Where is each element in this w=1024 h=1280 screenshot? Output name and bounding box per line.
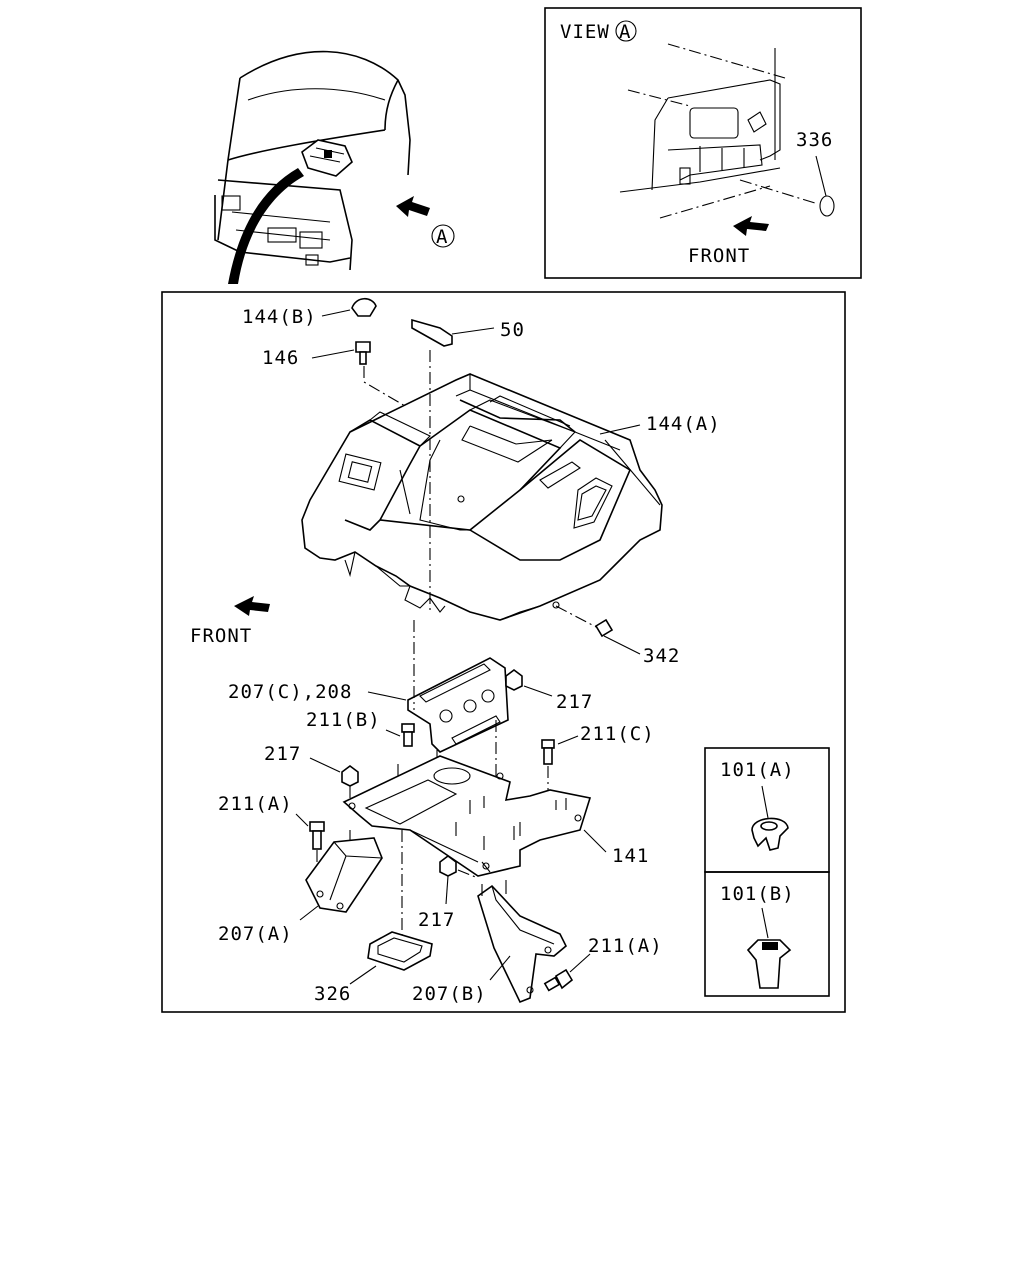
part-label-211a-right: 211(A)	[588, 935, 663, 957]
front-label-view: FRONT	[688, 245, 750, 267]
part-label-217-left: 217	[264, 743, 301, 765]
ref-marker-a: A	[436, 226, 448, 248]
part-label-211c: 211(C)	[580, 723, 655, 745]
part-label-336: 336	[796, 129, 833, 151]
part-label-144a: 144(A)	[646, 413, 721, 435]
front-arrow-main: FRONT	[190, 596, 270, 647]
bolt-211a-right: 211(A)	[543, 935, 663, 992]
view-marker: A	[619, 21, 631, 43]
bracket-207a: 207(A)	[218, 837, 383, 945]
part-label-211b: 211(B)	[306, 709, 381, 731]
part-label-146: 146	[262, 347, 299, 369]
part-label-50: 50	[500, 319, 525, 341]
bracket-207c-208: 207(C),208	[228, 620, 509, 780]
bolt-211b: 211(B)	[306, 709, 415, 747]
nut-217-bottom: 217	[418, 855, 479, 931]
inset-101b: 101(B)	[704, 871, 830, 997]
part-label-207a: 207(A)	[218, 923, 293, 945]
part-label-217-top: 217	[556, 691, 593, 713]
truck-cab-sketch: A	[214, 50, 455, 284]
front-label-main: FRONT	[190, 625, 252, 647]
bolt-211a-left: 211(A)	[218, 793, 325, 880]
view-a-inset: VIEW A 336 FRONT	[544, 7, 862, 279]
bracket-207b: 207(B)	[412, 880, 567, 1005]
part-label-217-bottom: 217	[418, 909, 455, 931]
part-342-clip: 342	[555, 605, 680, 667]
gasket-326: 326	[314, 830, 433, 1005]
part-146-screw: 146	[262, 341, 415, 437]
part-label-101b: 101(B)	[720, 883, 795, 905]
part-label-144b: 144(B)	[242, 306, 317, 328]
part-label-207b: 207(B)	[412, 983, 487, 1005]
console-cover-144a: 144(A)	[301, 373, 721, 621]
part-label-342: 342	[643, 645, 680, 667]
part-label-207c-208: 207(C),208	[228, 681, 352, 703]
plate-141: 141	[342, 755, 649, 877]
part-label-101a: 101(A)	[720, 759, 795, 781]
part-label-326: 326	[314, 983, 351, 1005]
nut-217-left: 217	[264, 743, 359, 800]
part-label-141: 141	[612, 845, 649, 867]
bolt-211c: 211(C)	[541, 723, 655, 790]
part-144b-cap: 144(B)	[242, 297, 377, 328]
view-label: VIEW	[560, 21, 610, 43]
part-label-211a-left: 211(A)	[218, 793, 293, 815]
inset-101a: 101(A)	[704, 747, 830, 873]
main-assembly-frame	[161, 291, 846, 1013]
nut-217-top: 217	[505, 669, 593, 713]
part-50-clip: 50	[411, 318, 525, 347]
